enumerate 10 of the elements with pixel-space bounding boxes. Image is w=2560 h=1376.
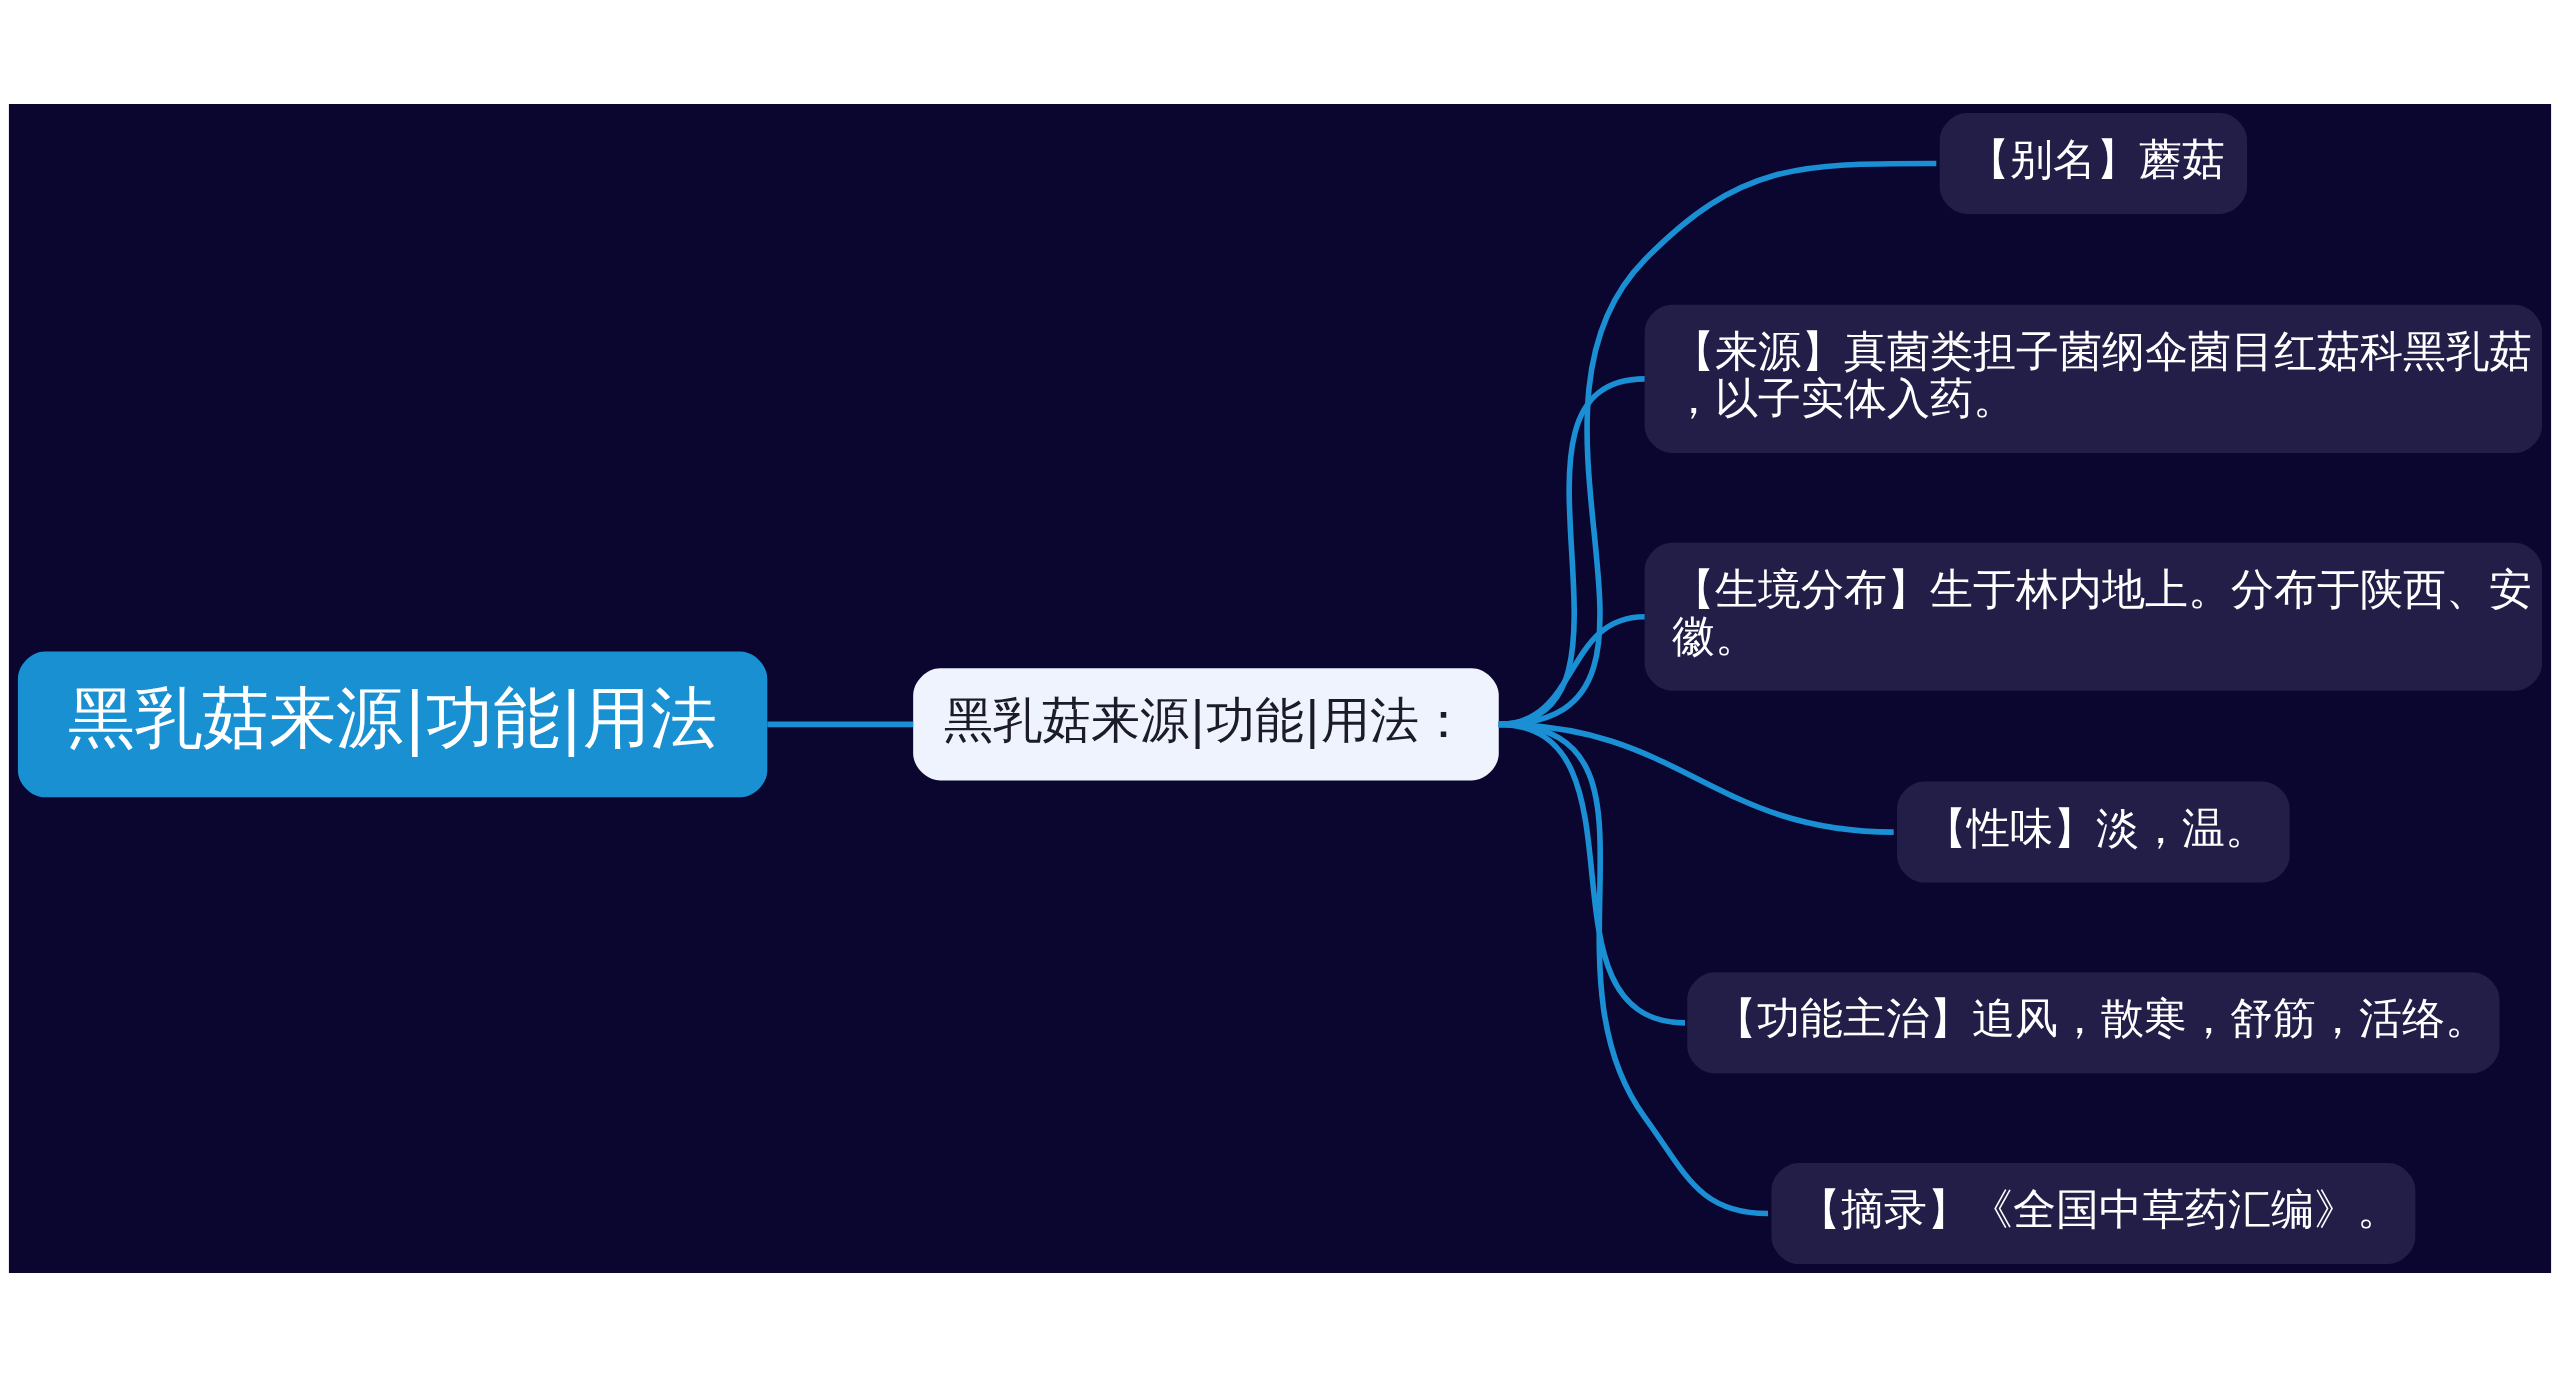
- node-box: 【生境分布】生于林内地上。分布于陕西、安徽。: [1644, 542, 2543, 691]
- node-box: 【别名】蘑菇: [1939, 112, 2248, 214]
- node-box: 【性味】淡，温。: [1897, 781, 2290, 883]
- node-box: 黑乳菇来源|功能|用法：: [913, 667, 1499, 780]
- node-box: 黑乳菇来源|功能|用法: [17, 651, 768, 797]
- connector: [1498, 721, 1769, 1216]
- node-box: 【摘录】《全国中草药汇编》。: [1771, 1162, 2416, 1264]
- connector: [767, 721, 914, 727]
- node-box: 【来源】真菌类担子菌纲伞菌目红菇科黑乳菇，以子实体入药。: [1644, 304, 2543, 453]
- node-box: 【功能主治】追风，散寒，舒筋，活络。: [1687, 971, 2500, 1073]
